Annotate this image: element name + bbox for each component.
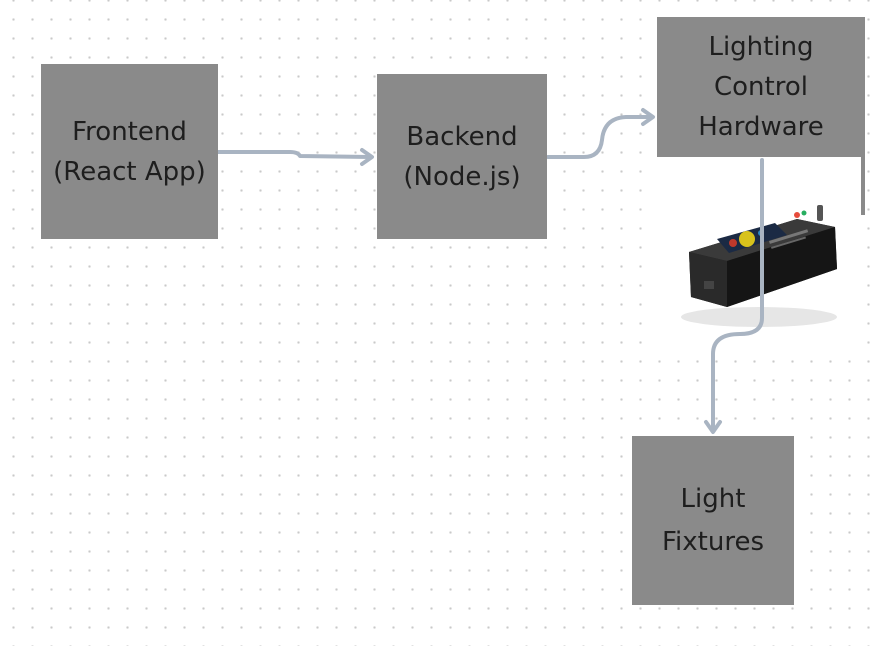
node-backend: Backend (Node.js) — [377, 74, 547, 239]
edge-frontend-backend-arrowhead — [360, 148, 374, 166]
edge-hardware-fixtures — [711, 158, 764, 432]
node-hardware-label: Lighting Control Hardware — [698, 32, 824, 142]
node-lighting-control-hardware: Lighting Control Hardware — [657, 17, 865, 157]
edge-backend-hardware — [546, 115, 652, 159]
edge-hardware-fixtures-arrowhead — [704, 420, 722, 434]
edge-backend-hardware-arrowhead — [641, 108, 655, 126]
node-light-fixtures: Light Fixtures — [632, 436, 794, 605]
hardware-box-edge — [861, 157, 865, 215]
edge-frontend-backend — [216, 150, 372, 159]
node-frontend: Frontend (React App) — [41, 64, 218, 239]
node-fixtures-label: Light Fixtures — [661, 483, 764, 557]
node-frontend-label: Frontend (React App) — [53, 116, 206, 187]
node-backend-label: Backend (Node.js) — [403, 121, 521, 192]
